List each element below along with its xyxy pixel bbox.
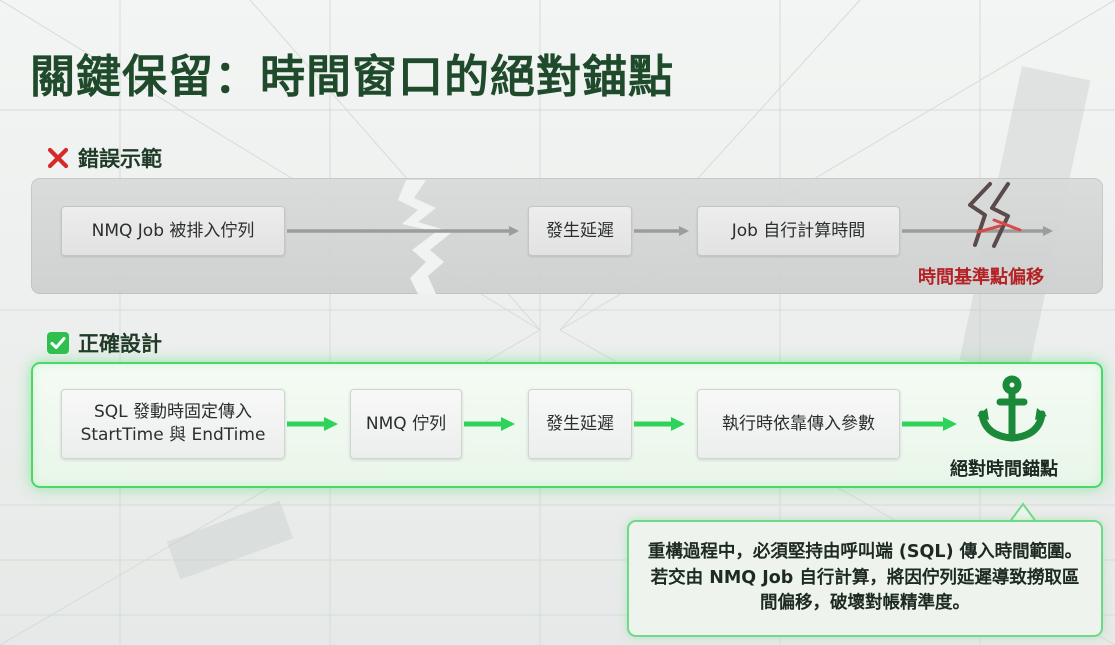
- right-step-sql-params: SQL 發動時固定傳入 StartTime 與 EndTime: [61, 389, 285, 459]
- wrong-example-label-text: 錯誤示範: [78, 147, 162, 171]
- explanation-text: 重構過程中，必須堅持由呼叫端 (SQL) 傳入時間範圍。若交由 NMQ Job …: [647, 542, 1083, 614]
- right-step-delay: 發生延遲: [528, 389, 632, 459]
- right-step-sql-line1: SQL 發動時固定傳入: [93, 402, 253, 423]
- right-step-use-params: 執行時依靠傳入參數: [697, 389, 900, 459]
- anchor-icon: [977, 375, 1047, 442]
- right-step-queue: NMQ 佇列: [350, 389, 462, 459]
- right-step-sql-line2: StartTime 與 EndTime: [80, 425, 266, 445]
- crack-decoration: [398, 180, 452, 294]
- wrong-step-self-calc: Job 自行計算時間: [697, 206, 900, 256]
- correct-design-label-text: 正確設計: [78, 332, 162, 356]
- explanation-callout: 重構過程中，必須堅持由呼叫端 (SQL) 傳入時間範圍。若交由 NMQ Job …: [627, 520, 1103, 637]
- check-mark-icon: [47, 332, 69, 354]
- callout-pointer: [1008, 502, 1038, 524]
- absolute-anchor-result: 絕對時間錨點: [950, 459, 1058, 480]
- cross-mark-icon: [47, 147, 69, 169]
- wrong-example-label: 錯誤示範: [46, 143, 162, 173]
- wrong-step-queue: NMQ Job 被排入佇列: [61, 206, 285, 256]
- time-shift-result: 時間基準點偏移: [918, 267, 1044, 288]
- broken-lightning-icon: [968, 182, 1022, 248]
- wrong-step-delay: 發生延遲: [528, 206, 632, 256]
- page-title: 關鍵保留：時間窗口的絕對錨點: [30, 50, 675, 103]
- correct-design-label: 正確設計: [46, 328, 162, 358]
